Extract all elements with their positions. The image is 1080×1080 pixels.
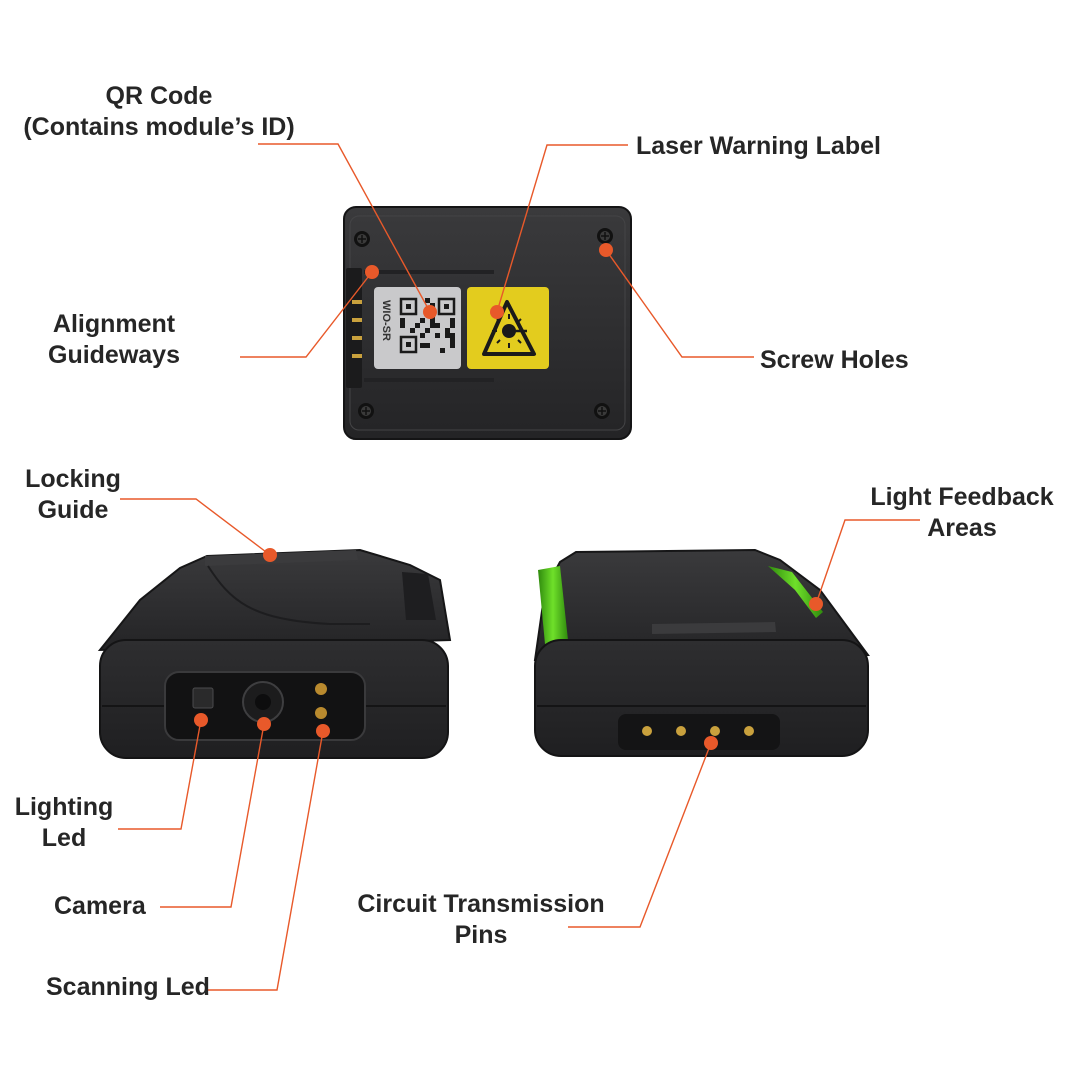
scanning-led <box>315 707 327 719</box>
label-alignment-line1: Alignment <box>52 310 176 338</box>
label-locking-line1: Locking <box>25 465 121 493</box>
circuit-pin <box>744 726 754 736</box>
guide-pin <box>352 354 362 358</box>
callout-dot-camera <box>257 717 271 731</box>
label-qr-code-line1: QR Code <box>105 82 213 110</box>
leader-laser-warning <box>496 144 628 313</box>
callout-dot-laser <box>490 305 504 319</box>
callout-dot-qr <box>423 305 437 319</box>
circuit-pin <box>642 726 652 736</box>
leader-locking-guide <box>120 498 271 556</box>
label-locking-line2: Guide <box>37 496 109 524</box>
label-laser-warning: Laser Warning Label <box>636 131 881 162</box>
alignment-rail-bottom <box>364 378 494 382</box>
label-screw-holes-line1: Screw Holes <box>760 346 909 374</box>
callout-leaders <box>118 143 920 991</box>
label-camera: Camera <box>54 891 146 922</box>
label-lighting-led-line1: Lighting <box>14 793 114 821</box>
light-feedback-area-left <box>538 566 568 644</box>
label-qr-code: QR Code (Contains module’s ID) <box>18 81 300 143</box>
module-top-view: WIO-SR <box>343 206 632 440</box>
label-light-feedback-line2: Areas <box>927 514 997 542</box>
alignment-guideway-slot <box>346 268 362 388</box>
front-view-top-deck <box>97 548 452 652</box>
label-scanning-led: Scanning Led <box>46 972 210 1003</box>
callout-dot-light-feedback <box>809 597 823 611</box>
leader-screw-holes <box>605 249 754 358</box>
lighting-led <box>192 687 214 709</box>
scanning-led <box>315 683 327 695</box>
label-qr-code-line2: (Contains module’s ID) <box>23 113 295 141</box>
leader-camera <box>160 723 265 908</box>
side-groove <box>402 572 436 620</box>
label-alignment-guideways: Alignment Guideways <box>36 309 192 371</box>
screw-head-icon <box>354 231 370 247</box>
screw-head-icon <box>597 228 613 244</box>
laser-warning-triangle-icon <box>482 300 536 356</box>
label-light-feedback-line1: Light Feedback <box>870 483 1054 511</box>
callout-dot-locking <box>263 548 277 562</box>
leader-circuit-pins <box>568 742 712 928</box>
callout-dot-scanning-led <box>316 724 330 738</box>
guide-pin <box>352 336 362 340</box>
screw-head-icon <box>594 403 610 419</box>
screw-head-icon <box>358 403 374 419</box>
circuit-pin <box>676 726 686 736</box>
label-camera-line1: Camera <box>54 892 146 920</box>
guide-pin <box>352 318 362 322</box>
camera-aperture <box>255 694 271 710</box>
callout-dots <box>194 243 823 750</box>
label-light-feedback: Light Feedback Areas <box>862 482 1062 544</box>
guide-pin <box>352 300 362 304</box>
module-back-view <box>533 548 870 757</box>
label-laser-warning-line1: Laser Warning Label <box>636 132 881 160</box>
leader-light-feedback <box>815 519 920 605</box>
callout-dot-alignment <box>365 265 379 279</box>
label-circuit-pins-line1: Circuit Transmission <box>357 890 605 918</box>
leader-alignment <box>240 271 373 358</box>
module-front-view <box>97 548 452 759</box>
label-screw-holes: Screw Holes <box>760 345 909 376</box>
label-circuit-pins-line2: Pins <box>454 921 508 949</box>
label-circuit-pins: Circuit Transmission Pins <box>350 889 612 951</box>
label-alignment-line2: Guideways <box>48 341 180 369</box>
callout-dot-pins <box>704 736 718 750</box>
back-locking-guide-ridge <box>652 622 776 634</box>
alignment-rail-top <box>364 270 494 274</box>
label-lighting-led-line2: Led <box>41 824 87 852</box>
leader-lighting-led <box>118 719 202 830</box>
leader-scanning-led <box>208 730 324 991</box>
locking-guide-ridge <box>205 550 358 566</box>
callout-dot-lighting-led <box>194 713 208 727</box>
label-lighting-led: Lighting Led <box>8 792 120 854</box>
leader-qr-code <box>258 143 431 313</box>
callout-dot-screw <box>599 243 613 257</box>
label-locking-guide: Locking Guide <box>18 464 128 526</box>
circuit-pin <box>710 726 720 736</box>
sticker-text: WIO-SR <box>380 300 392 341</box>
deck-contour <box>207 565 370 625</box>
label-scanning-led-line1: Scanning Led <box>46 973 210 1001</box>
pin-recess <box>618 714 780 750</box>
